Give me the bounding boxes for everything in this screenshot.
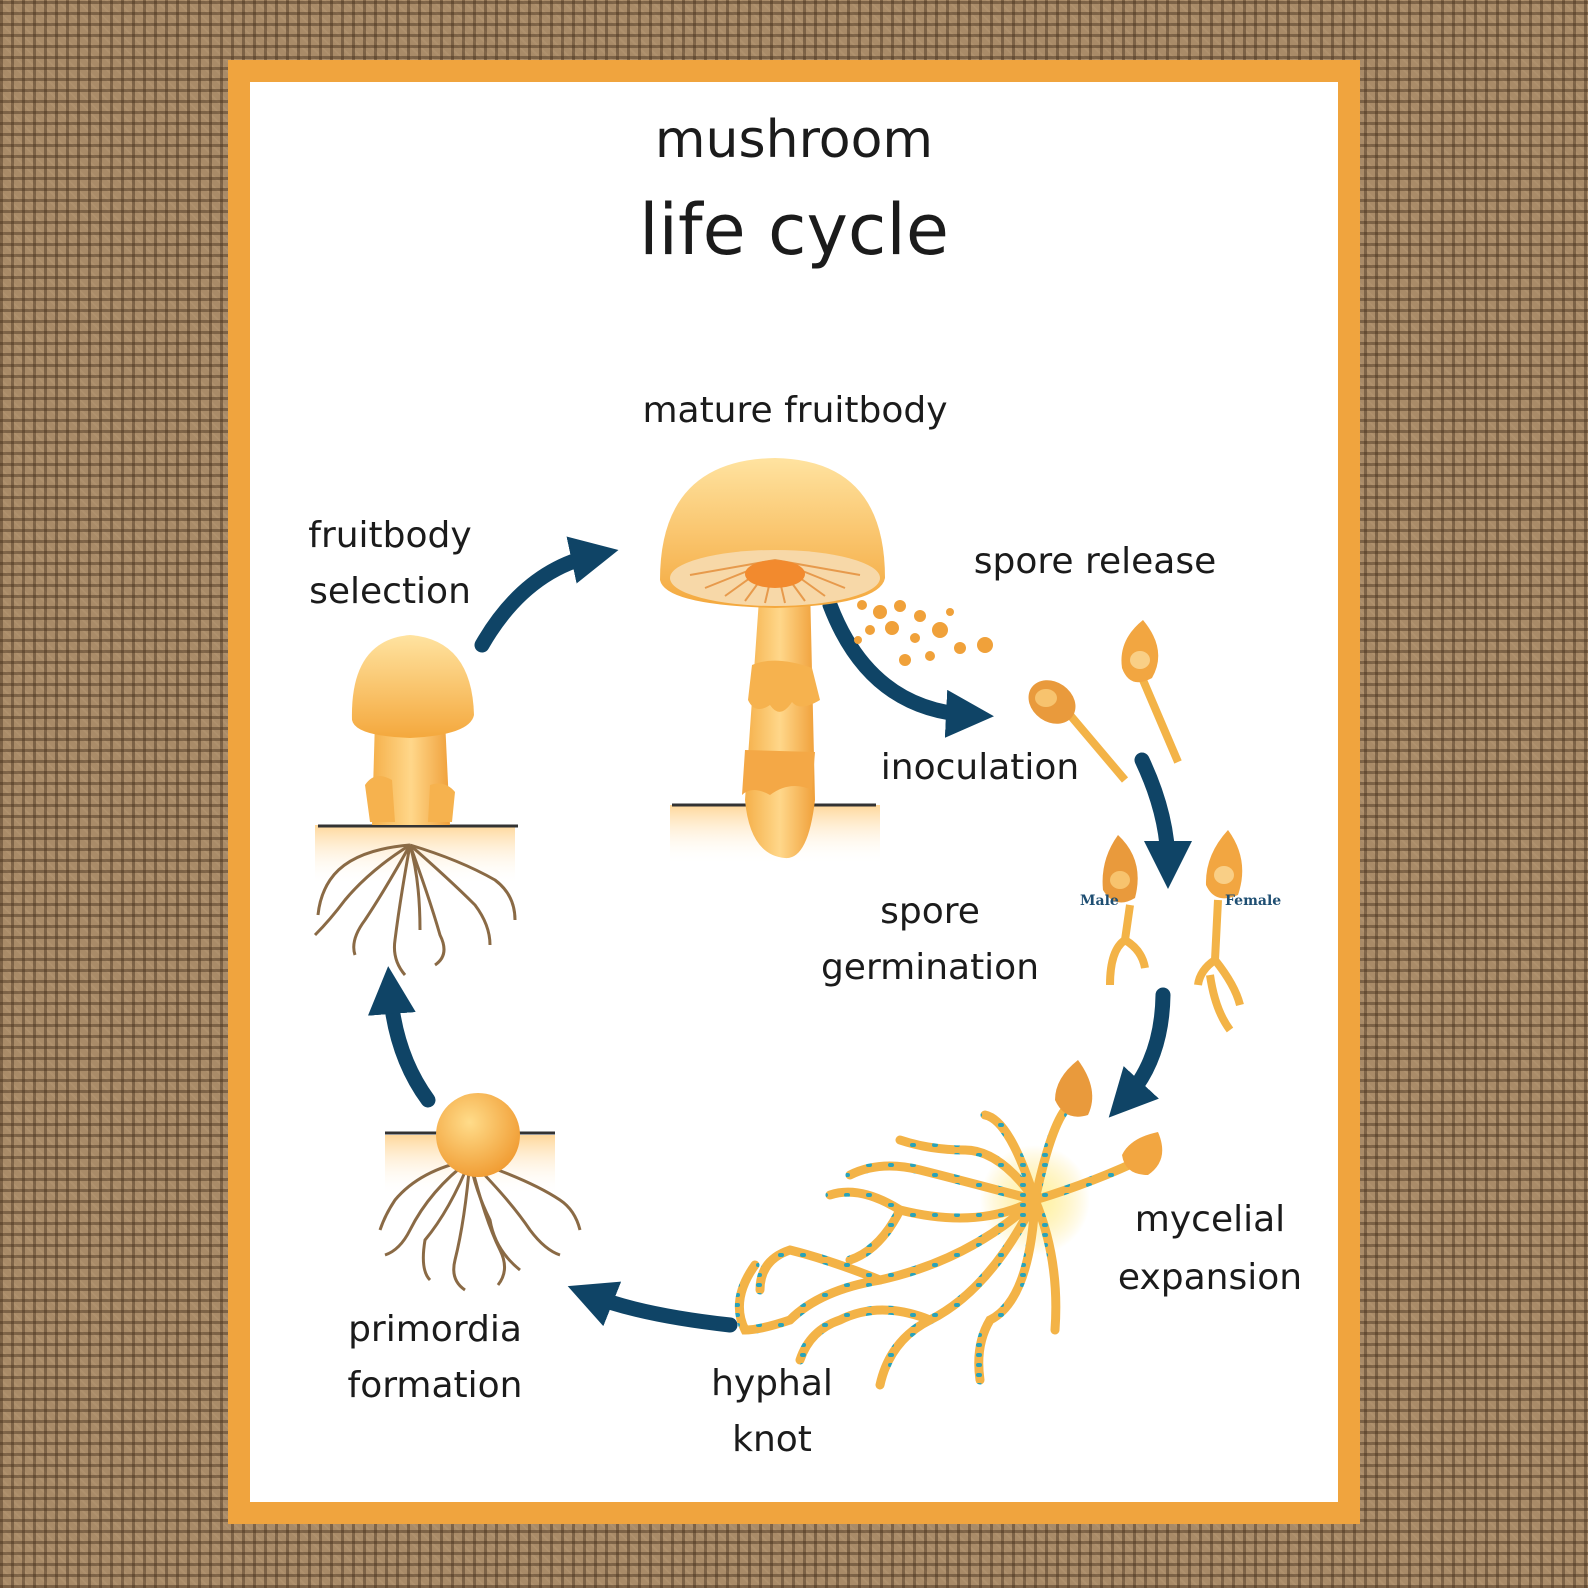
arrow-to-germination bbox=[1134, 752, 1192, 889]
mycelial-network bbox=[734, 1060, 1163, 1390]
mature-fruitbody-mushroom bbox=[660, 458, 885, 865]
arrow-to-selection bbox=[367, 966, 436, 1108]
label-spore-germination-1: spore bbox=[880, 891, 980, 932]
label-hyphal-knot-2: knot bbox=[732, 1419, 812, 1460]
label-spore-release: spore release bbox=[973, 541, 1217, 582]
title-line-2: life cycle bbox=[639, 189, 949, 271]
label-mycelial-expansion-2: expansion bbox=[1117, 1257, 1303, 1298]
label-hyphal-knot-1: hyphal bbox=[711, 1363, 833, 1404]
spore-cloud bbox=[854, 600, 993, 666]
arrow-to-primordia bbox=[567, 1281, 738, 1333]
label-female: Female bbox=[1225, 893, 1282, 909]
label-mycelial-expansion-1: mycelial bbox=[1134, 1199, 1286, 1240]
label-fruitbody-selection-2: selection bbox=[309, 571, 471, 612]
arrow-to-mycelial bbox=[1108, 987, 1171, 1118]
label-primordia-formation-1: primordia bbox=[348, 1309, 522, 1350]
label-fruitbody-selection-1: fruitbody bbox=[308, 515, 472, 556]
arrow-to-mature bbox=[474, 536, 619, 653]
cycle-arrows bbox=[367, 536, 1192, 1333]
label-male: Male bbox=[1080, 893, 1119, 909]
label-inoculation: inoculation bbox=[880, 747, 1080, 788]
label-primordia-formation-2: formation bbox=[347, 1365, 523, 1406]
label-mature-fruitbody: mature fruitbody bbox=[642, 390, 948, 431]
female-spore bbox=[1194, 830, 1244, 1033]
title-line-1: mushroom bbox=[654, 110, 934, 170]
spore-pair-inoculation bbox=[1028, 620, 1182, 783]
male-spore bbox=[1102, 835, 1149, 986]
label-spore-germination-2: germination bbox=[820, 947, 1040, 988]
arrow-to-inoculation bbox=[822, 597, 994, 738]
young-fruitbody-mushroom bbox=[313, 635, 518, 976]
primordia-mushroom bbox=[378, 1093, 582, 1292]
